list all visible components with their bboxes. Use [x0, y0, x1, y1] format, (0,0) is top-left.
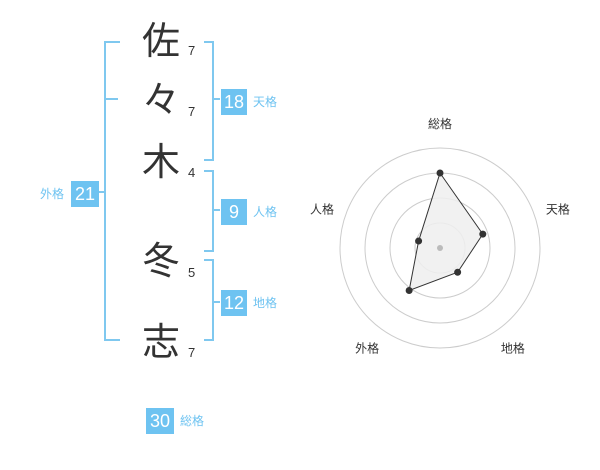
tenkaku-bracket-tick: [212, 98, 220, 100]
gaikaku-value: 21: [71, 181, 99, 207]
radar-center-dot: [437, 245, 443, 251]
radar-ring-4: [339, 147, 541, 349]
radar-polygon: [408, 171, 484, 292]
soukaku-value: 30: [146, 408, 174, 434]
name-char-3: 木: [141, 140, 180, 184]
radar-axis-label-4: 外格: [355, 340, 379, 355]
name-char-2: 々: [141, 78, 180, 122]
gaikaku-bracket-tick-upper: [104, 98, 118, 100]
gaikaku-label: 外格: [40, 187, 65, 201]
stroke-count-3: 4: [188, 165, 196, 180]
chikaku-bracket-tick: [212, 301, 220, 303]
radar-point-5: [415, 237, 423, 245]
name-char-1: 佐: [141, 19, 180, 63]
chikaku-value: 12: [221, 290, 247, 316]
jinkaku-bracket: [204, 170, 214, 252]
radar-axis-label-3: 地格: [501, 340, 525, 355]
radar-point-3: [454, 268, 462, 276]
radar-axis-label-2: 天格: [546, 202, 570, 217]
gaikaku-bracket-tick-outer: [98, 191, 106, 193]
stroke-count-1: 7: [188, 43, 196, 58]
tenkaku-bracket: [204, 41, 214, 161]
chikaku-bracket: [204, 259, 214, 341]
jinkaku-value: 9: [221, 199, 247, 225]
radar-point-4: [405, 286, 413, 294]
chikaku-label: 地格: [253, 296, 278, 310]
radar-point-2: [479, 230, 487, 238]
soukaku-label: 総格: [180, 414, 205, 428]
radar-point-1: [436, 169, 444, 177]
stroke-count-5: 7: [188, 345, 196, 360]
tenkaku-value: 18: [221, 89, 247, 115]
jinkaku-label: 人格: [253, 205, 278, 219]
stroke-count-2: 7: [188, 104, 196, 119]
jinkaku-bracket-tick: [212, 209, 220, 211]
radar-axis-label-1: 総格: [428, 116, 452, 131]
tenkaku-label: 天格: [253, 95, 278, 109]
name-char-5: 志: [141, 320, 180, 364]
name-char-4: 冬: [141, 239, 180, 283]
stroke-count-4: 5: [188, 265, 196, 280]
radar-axis-label-5: 人格: [310, 202, 334, 217]
